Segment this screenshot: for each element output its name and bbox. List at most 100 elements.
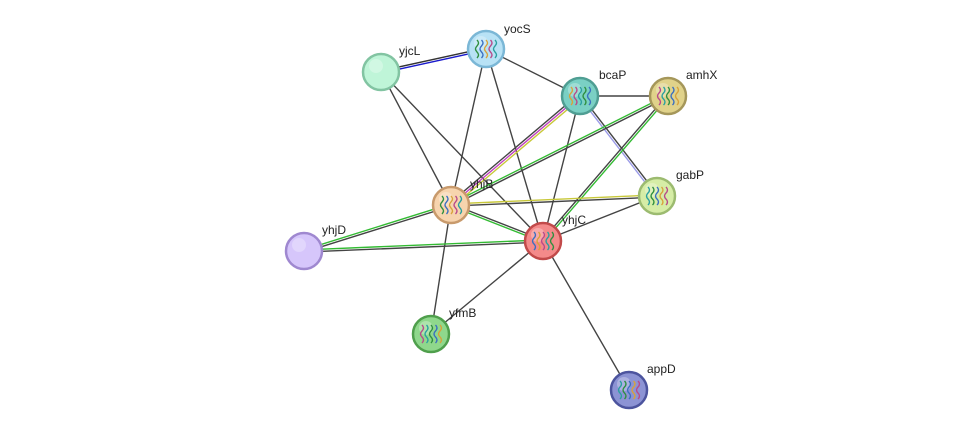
helix-strand xyxy=(540,231,546,251)
protein-structure-icon xyxy=(531,231,555,251)
edge-yhjC-appD xyxy=(542,240,630,391)
node-label: amhX xyxy=(686,68,717,82)
edge-line xyxy=(303,205,453,253)
node-label: bcaP xyxy=(599,68,626,82)
node-gabP[interactable]: gabP xyxy=(637,168,704,216)
node-highlight xyxy=(656,83,670,97)
edge-line xyxy=(303,239,544,251)
helix-strand xyxy=(650,186,655,206)
node-circle[interactable] xyxy=(637,176,677,216)
node-circle[interactable] xyxy=(411,314,451,354)
edge-line xyxy=(485,48,544,242)
helix-strand xyxy=(474,39,480,59)
edge-line xyxy=(542,95,581,242)
helix-strand xyxy=(439,195,445,215)
node-yhjD[interactable]: yhjD xyxy=(284,223,346,271)
helix-strand xyxy=(656,86,662,106)
edge-line xyxy=(450,95,581,206)
node-highlight xyxy=(439,192,453,206)
helix-strand xyxy=(670,86,675,106)
node-yfmB[interactable]: yfmB xyxy=(411,306,476,354)
helix-strand xyxy=(424,324,429,344)
node-label: yhjB xyxy=(470,177,493,191)
node-yhjC[interactable]: yhjC xyxy=(523,213,586,261)
edge-line xyxy=(380,71,544,242)
helix-strand xyxy=(626,380,632,400)
node-highlight xyxy=(369,59,383,73)
edge-bcaP-gabP xyxy=(578,94,659,198)
node-yhjB[interactable]: yhjB xyxy=(431,177,493,225)
helix-strand xyxy=(659,186,664,206)
helix-strand xyxy=(483,39,489,59)
helix-strand xyxy=(663,186,669,206)
node-layer: yocS yjcL bcaP amhX gabP yhjB yhjC yhjD yfmB appD xyxy=(284,22,717,410)
node-circle[interactable] xyxy=(431,185,471,225)
edge-line xyxy=(430,204,452,335)
helix-strand xyxy=(582,86,587,106)
helix-strand xyxy=(654,186,660,206)
edge-line xyxy=(448,93,580,205)
node-circle[interactable] xyxy=(560,76,600,116)
helix-strand xyxy=(433,324,438,344)
node-label: yfmB xyxy=(449,306,476,320)
edge-line xyxy=(380,71,452,206)
node-label: gabP xyxy=(676,168,704,182)
edge-yocS-yhjB xyxy=(450,48,487,206)
edge-line xyxy=(430,240,544,335)
edge-bcaP-yhjB xyxy=(448,93,583,208)
node-appD[interactable]: appD xyxy=(609,362,676,410)
helix-strand xyxy=(635,380,641,400)
helix-strand xyxy=(444,195,449,215)
edge-layer xyxy=(302,47,670,391)
node-circle[interactable] xyxy=(284,231,324,271)
edge-line xyxy=(542,240,630,391)
protein-structure-icon xyxy=(439,195,463,215)
edge-line xyxy=(450,48,487,206)
helix-strand xyxy=(488,39,493,59)
helix-strand xyxy=(448,195,454,215)
helix-strand xyxy=(536,231,541,251)
edge-line xyxy=(450,96,670,207)
node-label: yhjD xyxy=(322,223,346,237)
helix-strand xyxy=(453,195,458,215)
helix-strand xyxy=(622,380,627,400)
helix-strand xyxy=(428,324,434,344)
node-amhX[interactable]: amhX xyxy=(648,68,717,116)
node-circle[interactable] xyxy=(523,221,563,261)
edge-gabP-yhjC xyxy=(542,195,658,242)
helix-strand xyxy=(479,39,484,59)
helix-strand xyxy=(631,380,636,400)
node-highlight xyxy=(568,83,582,97)
edge-line xyxy=(450,194,658,205)
node-circle[interactable] xyxy=(466,29,506,69)
protein-structure-icon xyxy=(617,380,641,400)
edge-yhjC-yhjD xyxy=(303,239,544,253)
node-circle[interactable] xyxy=(361,52,401,92)
helix-strand xyxy=(419,324,425,344)
edge-line xyxy=(543,96,670,243)
helix-strand xyxy=(549,231,555,251)
helix-strand xyxy=(661,86,666,106)
node-bcaP[interactable]: bcaP xyxy=(560,68,626,116)
helix-strand xyxy=(577,86,583,106)
edge-line xyxy=(449,94,669,205)
helix-strand xyxy=(492,39,498,59)
node-highlight xyxy=(419,321,433,335)
node-circle[interactable] xyxy=(648,76,688,116)
node-yocS[interactable]: yocS xyxy=(466,22,531,69)
node-yjcL[interactable]: yjcL xyxy=(361,44,421,92)
node-circle[interactable] xyxy=(609,370,649,410)
edge-gabP-yhjB xyxy=(450,194,658,207)
edge-line xyxy=(580,94,659,197)
protein-structure-icon xyxy=(474,39,498,59)
protein-structure-icon xyxy=(419,324,443,344)
node-label: yjcL xyxy=(399,44,421,58)
edge-yjcL-yhjB xyxy=(380,71,452,206)
node-highlight xyxy=(617,377,631,391)
helix-strand xyxy=(437,324,443,344)
helix-strand xyxy=(573,86,578,106)
edge-yjcL-yhjC xyxy=(380,71,544,242)
edge-line xyxy=(541,94,668,241)
node-highlight xyxy=(645,183,659,197)
edge-yocS-yhjC xyxy=(485,48,544,242)
